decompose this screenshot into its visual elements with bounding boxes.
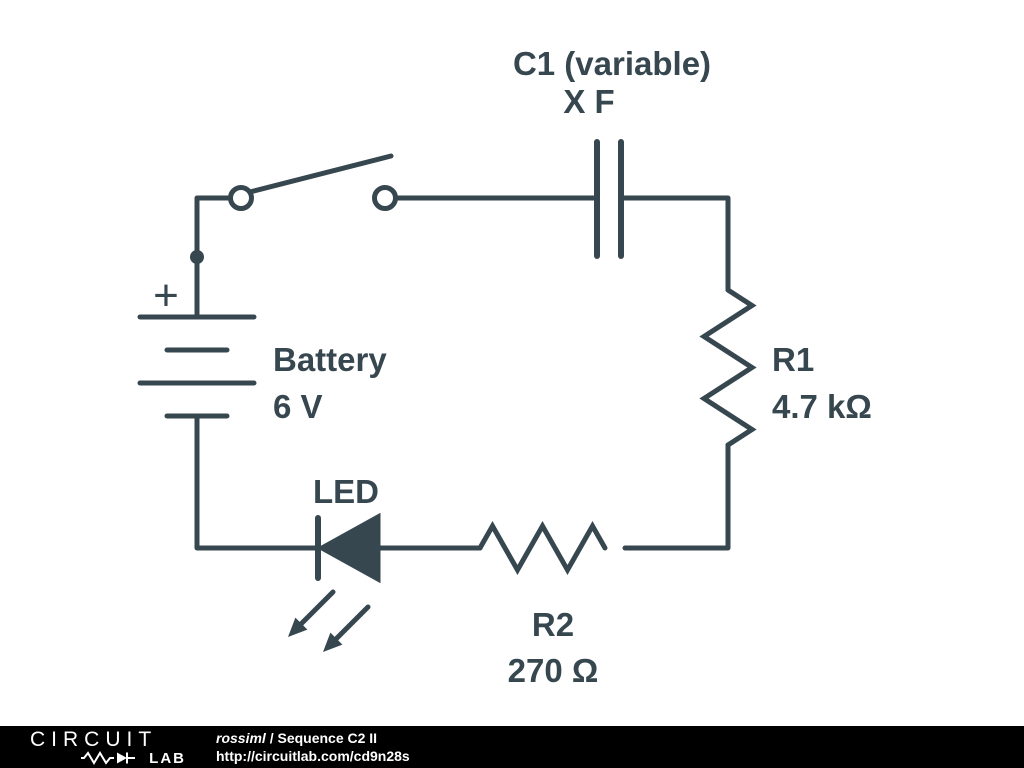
footer-bar: CIRCUIT LAB rossiml / Sequence C2 II htt…: [0, 726, 1024, 768]
schematic-labels: C1 (variable) X F + Battery 6 V R1 4.7 k…: [153, 45, 872, 689]
junction-dot: [190, 250, 204, 264]
circuitlab-logo-text: CIRCUIT: [30, 727, 158, 751]
switch-symbol: [228, 153, 398, 211]
switch-lever: [247, 153, 394, 195]
led-symbol: [288, 512, 381, 652]
resistor-r2-value: 270 Ω: [508, 652, 599, 689]
led-triangle: [316, 512, 381, 584]
circuit-author: rossiml: [216, 729, 266, 746]
switch-terminal-left: [228, 185, 254, 211]
resistor-r2-label: R2: [532, 606, 574, 643]
battery-label: Battery: [273, 341, 387, 378]
capacitor-symbol: [594, 139, 624, 259]
circuit-title-rest: / Sequence C2 II: [265, 729, 378, 746]
schematic-canvas: C1 (variable) X F + Battery 6 V R1 4.7 k…: [137, 45, 872, 689]
circuit-url: http://circuitlab.com/cd9n28s: [216, 748, 410, 764]
capacitor-value: X F: [563, 83, 614, 120]
battery-value: 6 V: [273, 388, 323, 425]
capacitor-label: C1 (variable): [513, 45, 711, 82]
led-label: LED: [313, 473, 379, 510]
resistor-r1-label: R1: [772, 341, 814, 378]
led-arrow-head: [323, 632, 343, 652]
resistor-r1-symbol: [699, 287, 757, 448]
circuitlab-logo: CIRCUIT LAB: [30, 729, 190, 766]
resistor-r1-value: 4.7 kΩ: [772, 388, 872, 425]
led-arrow-shaft: [333, 604, 371, 642]
led-arrow-head: [288, 617, 308, 637]
battery-symbol: [137, 314, 257, 419]
circuit-graphics: [137, 139, 757, 652]
circuit-title: rossiml / Sequence C2 II: [216, 729, 410, 747]
footer-attribution: rossiml / Sequence C2 II http://circuitl…: [216, 729, 410, 765]
led-light-arrows: [288, 589, 371, 652]
switch-terminal-right: [372, 185, 398, 211]
resistor-r2-symbol: [477, 520, 608, 576]
battery-polarity-plus: +: [153, 271, 179, 320]
circuitlab-logo-glyph: [81, 751, 136, 765]
led-arrow-shaft: [298, 589, 336, 627]
circuitlab-logo-lab: LAB: [149, 749, 186, 767]
